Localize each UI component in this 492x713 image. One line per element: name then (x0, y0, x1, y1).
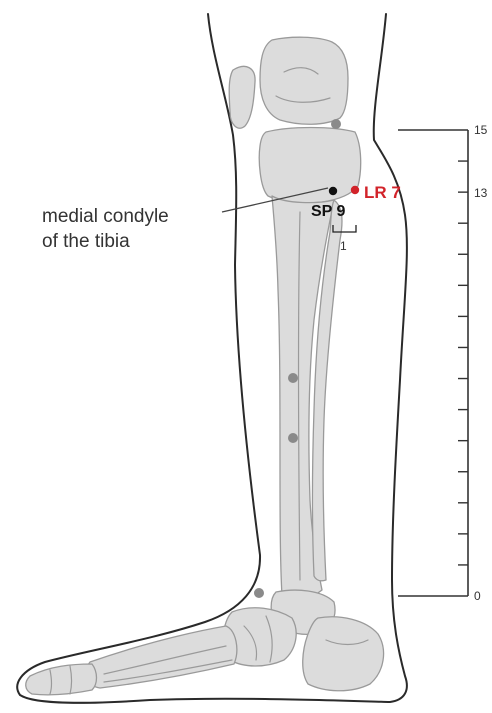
marker-shin-upper (288, 373, 298, 383)
scale-label-mark: 13 (474, 186, 488, 200)
phalanges (26, 664, 97, 695)
sp9-label: SP 9 (311, 203, 346, 220)
scale-label-top: 15 (474, 123, 488, 137)
sp9-point (329, 187, 337, 195)
measurement-scale (398, 130, 468, 596)
scale-label-bottom: 0 (474, 589, 481, 603)
leg-outline (17, 14, 407, 703)
marker-shin-lower (288, 433, 298, 443)
scale-ticks (458, 161, 468, 565)
lr7-label: LR 7 (364, 183, 401, 202)
patella (229, 66, 255, 128)
marker-ankle (254, 588, 264, 598)
lr7-point (351, 186, 359, 194)
offset-label: 1 (340, 239, 347, 253)
calcaneus (303, 617, 384, 691)
condyle-label-line1: medial condyle (42, 206, 169, 227)
leg-bones (26, 37, 384, 695)
condyle-label-line2: of the tibia (42, 231, 130, 252)
femur (260, 37, 348, 124)
marker-knee (331, 119, 341, 129)
